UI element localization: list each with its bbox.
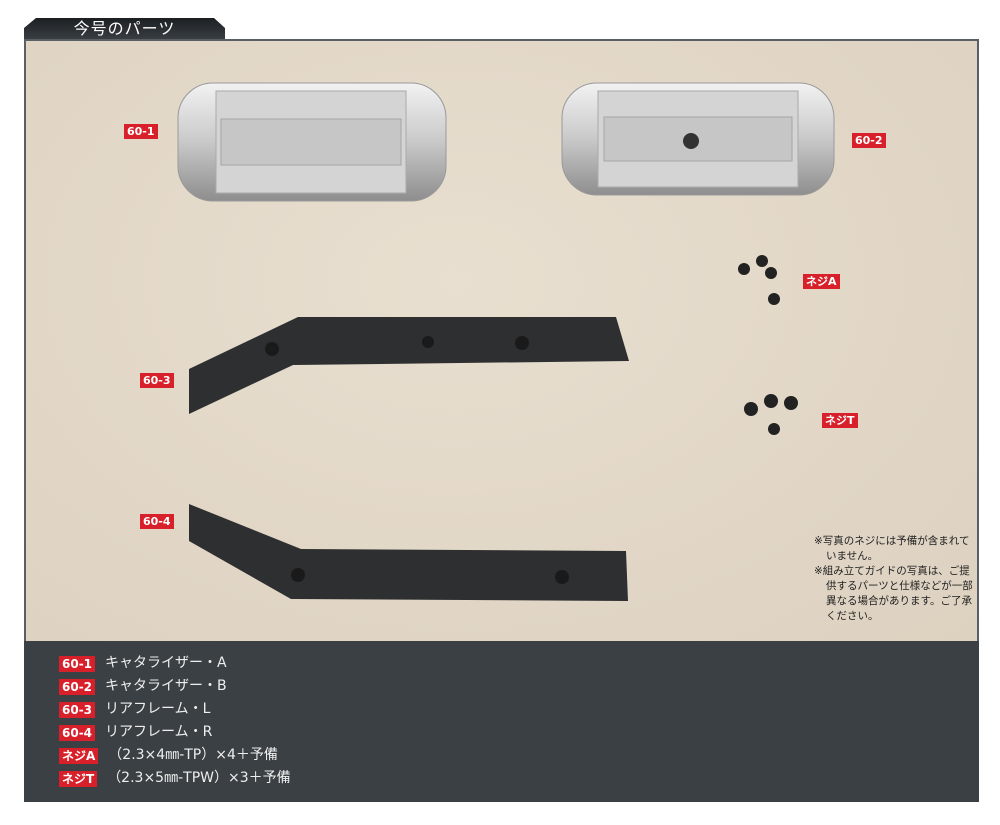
legend-text: キャタライザー・B [105, 678, 227, 694]
legend-row: 60-4 リアフレーム・R [59, 723, 979, 742]
section-title: 今号のパーツ [24, 18, 225, 40]
label-60-2: 60-2 [852, 133, 886, 148]
catalyzer-b [561, 82, 835, 196]
label-60-4: 60-4 [140, 514, 174, 529]
parts-illustration [177, 82, 835, 601]
legend-text: キャタライザー・A [105, 655, 227, 671]
legend-text: リアフレーム・L [105, 701, 211, 717]
label-60-3: 60-3 [140, 373, 174, 388]
legend-text: （2.3×4㎜-TP）×4＋予備 [108, 747, 278, 763]
legend-tag: 60-4 [59, 724, 96, 741]
label-screw-a: ネジA [803, 274, 840, 289]
legend-tag: 60-1 [59, 655, 96, 672]
parts-legend: 60-1 キャタライザー・A 60-2 キャタライザー・B 60-3 リアフレーム・L… [24, 641, 979, 802]
rear-frame-r [189, 504, 628, 601]
legend-row: 60-3 リアフレーム・L [59, 700, 979, 719]
legend-row: 60-2 キャタライザー・B [59, 677, 979, 696]
legend-row: ネジA （2.3×4㎜-TP）×4＋予備 [59, 746, 979, 765]
notes: ※写真のネジには予備が含まれていません。 ※組み立てガイドの写真は、ご提供するパ… [814, 534, 974, 624]
legend-row: ネジT （2.3×5㎜-TPW）×3＋予備 [59, 769, 979, 788]
legend-text: （2.3×5㎜-TPW）×3＋予備 [107, 770, 291, 786]
legend-tag: ネジA [59, 747, 99, 764]
rear-frame-l [189, 317, 629, 414]
label-60-1: 60-1 [124, 124, 158, 139]
label-screw-t: ネジT [822, 413, 858, 428]
legend-text: リアフレーム・R [105, 724, 213, 740]
legend-tag: 60-2 [59, 678, 96, 695]
screws-a [738, 255, 780, 305]
legend-tag: 60-3 [59, 701, 96, 718]
catalyzer-a [177, 82, 447, 202]
legend-row: 60-1 キャタライザー・A [59, 654, 979, 673]
note-1: ※写真のネジには予備が含まれていません。 [814, 535, 970, 562]
parts-photo: 60-1 60-2 60-3 60-4 ネジA ネジT ※写真のネジには予備が含… [24, 39, 979, 643]
note-2: ※組み立てガイドの写真は、ご提供するパーツと仕様などが一部異なる場合があります。… [814, 565, 973, 622]
legend-tag: ネジT [59, 770, 98, 787]
screws-t [744, 394, 798, 435]
